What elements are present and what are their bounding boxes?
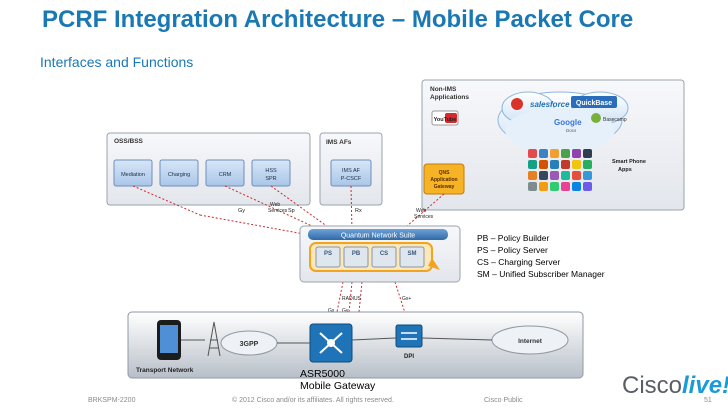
network-links bbox=[181, 337, 493, 344]
gx-plus-label: Gx+ bbox=[402, 296, 411, 302]
footer-classification: Cisco Public bbox=[484, 397, 523, 404]
quickbase-badge bbox=[571, 96, 617, 108]
dpi-label: DPI bbox=[404, 354, 414, 360]
web-services-right-line1: Web bbox=[416, 208, 426, 214]
qns-gateway-label: Gateway bbox=[434, 184, 455, 190]
gy-label-lower: Gy bbox=[342, 308, 349, 314]
legend-item-sm: SM – Unified Subscriber Manager bbox=[477, 269, 605, 279]
quantum-suite-label: Quantum Network Suite bbox=[341, 233, 415, 240]
module-pb: PB bbox=[343, 246, 369, 268]
youtube-logo: YouTube bbox=[434, 117, 457, 123]
google-docs-label: Docs bbox=[566, 128, 577, 133]
oss-box-crm: CRM bbox=[205, 159, 245, 187]
smartphone-apps-label-line1: Smart Phone bbox=[612, 159, 646, 165]
module-sm-label: SM bbox=[408, 251, 417, 257]
smartphone-apps-label-line2: Apps bbox=[618, 167, 632, 173]
quickbase-logo: QuickBase bbox=[576, 100, 612, 107]
threegpp-cloud: 3GPP bbox=[220, 330, 278, 356]
transport-network-panel: Transport Network 3GPP DPI bbox=[127, 311, 584, 379]
asr-model-label: ASR5000 bbox=[300, 368, 345, 380]
smartphone-icon bbox=[157, 320, 181, 360]
basecamp-icon bbox=[591, 113, 601, 123]
dpi-device: DPI bbox=[395, 324, 423, 360]
module-cs-label: CS bbox=[380, 251, 388, 257]
radius-label: RADIUS bbox=[342, 296, 362, 302]
cisco-wordmark: Cisco bbox=[622, 372, 683, 399]
web-services-right-line2: Services bbox=[414, 214, 434, 220]
oss-box-mediation-label: Mediation bbox=[121, 172, 145, 178]
asr-gateway-caption: ASR5000 Mobile Gateway bbox=[300, 368, 375, 392]
qns-gateway-box: QNS Application Gateway bbox=[423, 163, 465, 195]
salesforce-icon bbox=[511, 98, 523, 110]
internet-label: Internet bbox=[518, 338, 543, 345]
cisco-live-logo: Ciscolive! bbox=[622, 372, 728, 400]
ims-af-label: IMS AF bbox=[342, 168, 361, 174]
transport-network-label: Transport Network bbox=[136, 367, 194, 374]
asr-router-icon bbox=[309, 323, 353, 363]
google-logo: Google bbox=[554, 118, 582, 127]
module-ps-label: PS bbox=[324, 251, 332, 257]
footer-page-number: 51 bbox=[704, 397, 712, 404]
oss-bss-label: OSS/BSS bbox=[114, 138, 144, 145]
module-ps: PS bbox=[315, 246, 341, 268]
gx-label: Gx bbox=[328, 308, 335, 314]
footer-copyright: © 2012 Cisco and/or its affiliates. All … bbox=[232, 397, 394, 404]
non-ims-label-line2: Applications bbox=[430, 94, 469, 101]
ims-afs-label: IMS AFs bbox=[326, 139, 352, 146]
threegpp-label: 3GPP bbox=[240, 341, 259, 348]
salesforce-logo: salesforce bbox=[530, 100, 570, 109]
module-pb-label: PB bbox=[352, 251, 361, 257]
gy-label-upper: Gy bbox=[238, 208, 245, 214]
basecamp-logo: Basecamp bbox=[603, 117, 627, 123]
oss-box-charging: Charging bbox=[159, 159, 199, 187]
oss-box-mediation: Mediation bbox=[113, 159, 153, 187]
live-wordmark: live! bbox=[682, 372, 728, 399]
oss-box-spr-label: SPR bbox=[265, 176, 276, 182]
module-cs: CS bbox=[371, 246, 397, 268]
cell-tower-icon bbox=[207, 321, 221, 357]
non-ims-label-line1: Non-IMS bbox=[430, 86, 457, 93]
internet-cloud: Internet bbox=[491, 325, 569, 355]
rx-label: Rx bbox=[355, 208, 362, 214]
web-services-left-line1: Web bbox=[270, 202, 280, 208]
qns-application-label: Application bbox=[430, 177, 457, 183]
ims-afs-panel: IMS AFs IMS AF P-CSCF bbox=[319, 132, 383, 206]
module-legend: PB – Policy Builder PS – Policy Server C… bbox=[477, 232, 605, 280]
web-services-left-line2: Services bbox=[268, 208, 288, 214]
oss-box-hss-label: HSS bbox=[265, 168, 277, 174]
quantum-suite-panel: Quantum Network Suite PS PB CS SM bbox=[299, 225, 461, 283]
oss-box-crm-label: CRM bbox=[219, 172, 232, 178]
module-sm: SM bbox=[399, 246, 425, 268]
footer-session-code: BRKSPM-2200 bbox=[88, 397, 136, 404]
sp-label: Sp bbox=[288, 208, 295, 214]
oss-box-charging-label: Charging bbox=[168, 172, 190, 178]
page-title: PCRF Integration Architecture – Mobile P… bbox=[42, 6, 634, 33]
p-cscf-label: P-CSCF bbox=[341, 176, 362, 182]
oss-box-hss-spr: HSS SPR bbox=[251, 159, 291, 187]
non-ims-panel: Non-IMS Applications salesforce QuickBas… bbox=[421, 79, 685, 211]
asr-role-label: Mobile Gateway bbox=[300, 380, 376, 392]
legend-item-pb: PB – Policy Builder bbox=[477, 233, 550, 243]
qns-label: QNS bbox=[439, 170, 451, 176]
page-subtitle: Interfaces and Functions bbox=[40, 54, 194, 70]
oss-bss-panel: OSS/BSS Mediation Charging CRM HSS SPR bbox=[106, 132, 311, 206]
legend-item-ps: PS – Policy Server bbox=[477, 245, 548, 255]
smartphone-app-icons bbox=[528, 149, 592, 191]
legend-item-cs: CS – Charging Server bbox=[477, 257, 561, 267]
